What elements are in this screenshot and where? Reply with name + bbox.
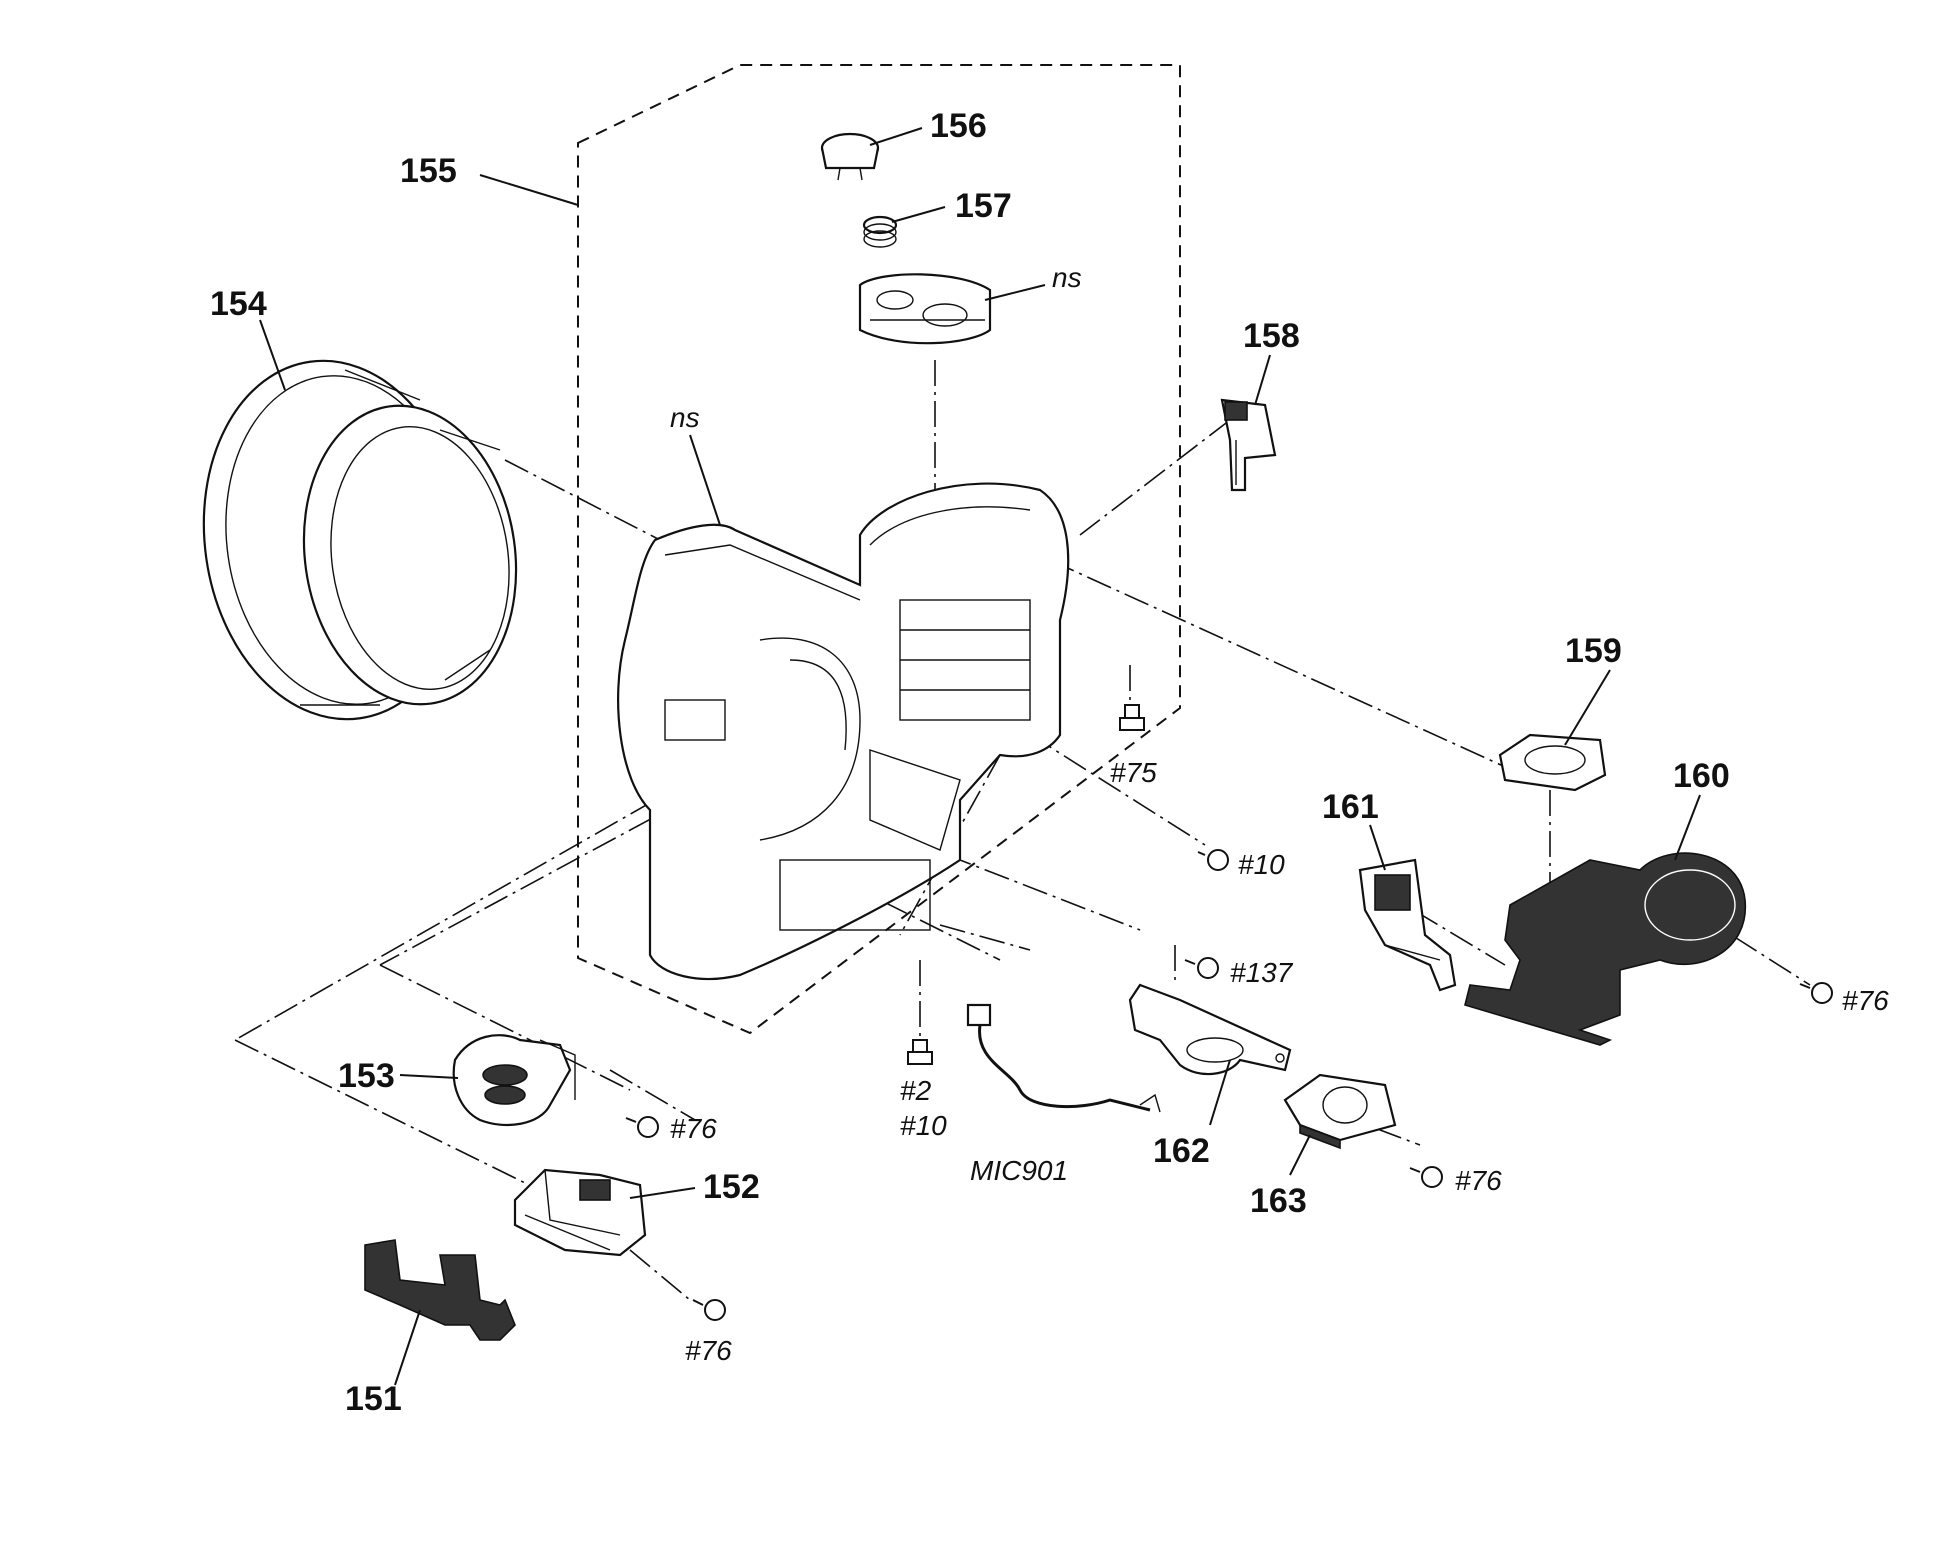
label-154: 154	[210, 285, 267, 323]
part-154-lens-ring	[202, 359, 518, 721]
screw-75	[1119, 704, 1145, 731]
screw-2-10	[907, 1039, 933, 1065]
part-158-latch	[1220, 398, 1277, 492]
part-159-eyepiece	[1498, 733, 1607, 792]
label-160: 160	[1673, 757, 1730, 795]
label-screw-137: #137	[1230, 957, 1294, 988]
screw-76-153	[625, 1116, 659, 1138]
label-screw-76-right: #76	[1842, 985, 1889, 1016]
label-screw-10-right: #10	[1238, 849, 1285, 880]
label-156: 156	[930, 107, 987, 145]
label-155: 155	[400, 152, 457, 190]
label-153: 153	[338, 1057, 395, 1095]
screw-76-152	[692, 1299, 726, 1321]
part-ns-top-cover	[858, 273, 992, 345]
label-screw-10-bottom: #10	[900, 1110, 947, 1141]
part-153-cover	[452, 1034, 576, 1127]
label-161: 161	[1322, 788, 1379, 826]
label-152: 152	[703, 1168, 760, 1206]
label-screw-76-152: #76	[685, 1335, 732, 1366]
part-152-latch-housing	[513, 1168, 647, 1257]
part-161-bracket	[1358, 858, 1457, 992]
part-160-flex-board	[1464, 852, 1747, 1046]
label-162: 162	[1153, 1132, 1210, 1170]
label-screw-75: #75	[1110, 757, 1157, 788]
part-155-body-frame	[617, 482, 1070, 981]
screw-10-right	[1197, 849, 1229, 871]
part-151-flex-piece	[364, 1239, 516, 1341]
assembly-155-boundary	[577, 64, 1181, 1035]
part-157-spring	[862, 215, 898, 248]
label-158: 158	[1243, 317, 1300, 355]
leader-lines	[259, 127, 1701, 1386]
part-mic901-cable	[966, 1003, 1161, 1113]
part-labels: 151 152 153 154 155 156 157 158 159 160 …	[210, 107, 1889, 1418]
part-156-button-cap	[820, 132, 880, 181]
part-163-speaker-unit	[1283, 1073, 1397, 1150]
label-ns-top: ns	[1052, 262, 1082, 293]
label-157: 157	[955, 187, 1012, 225]
label-screw-2: #2	[900, 1075, 932, 1106]
label-163: 163	[1250, 1182, 1307, 1220]
label-159: 159	[1565, 632, 1622, 670]
label-mic901: MIC901	[970, 1155, 1068, 1186]
part-162-plate	[1128, 983, 1292, 1076]
label-screw-76-163: #76	[1455, 1165, 1502, 1196]
label-ns-body: ns	[670, 402, 700, 433]
label-screw-76-153: #76	[670, 1113, 717, 1144]
screw-76-163	[1409, 1166, 1443, 1188]
screw-137	[1184, 957, 1219, 979]
screw-76-right	[1799, 982, 1833, 1004]
label-151: 151	[345, 1380, 402, 1418]
